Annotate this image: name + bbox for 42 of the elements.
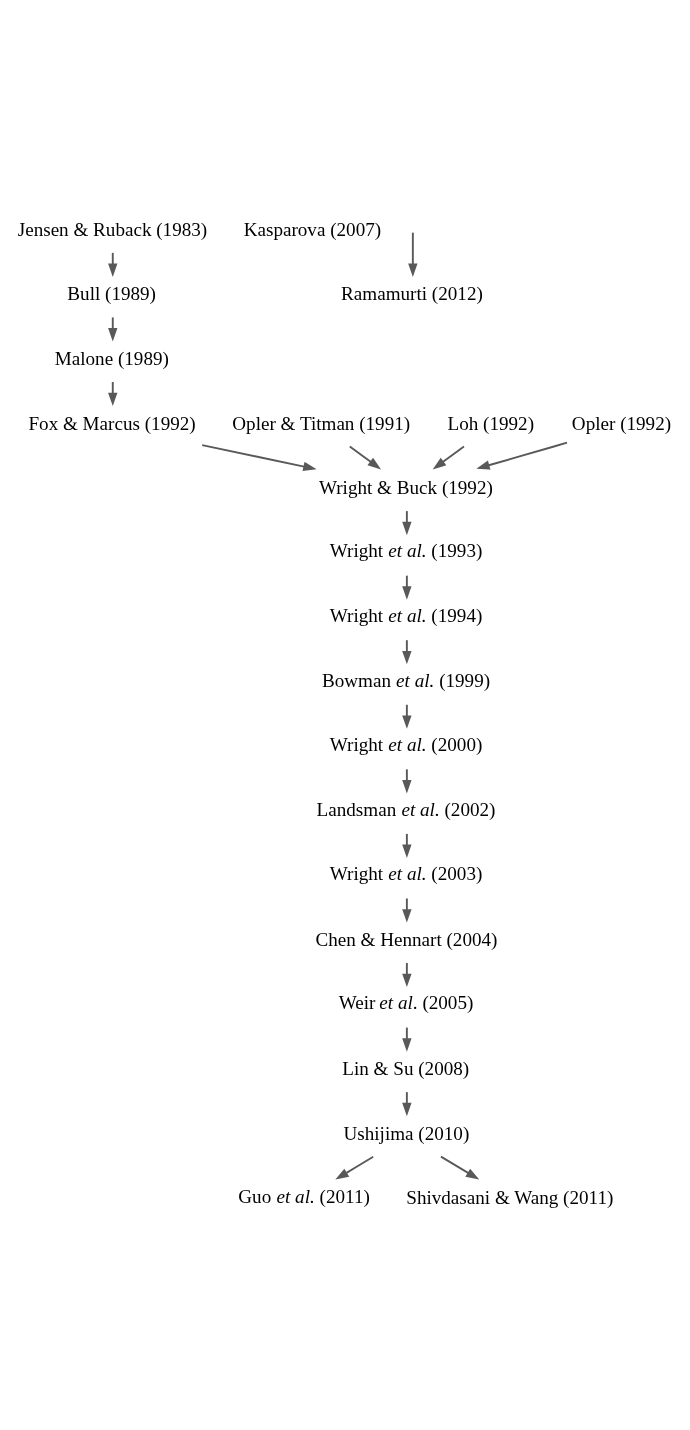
arrow (432, 445, 465, 469)
arrow (476, 441, 568, 470)
arrow (402, 1090, 412, 1116)
arrow (402, 767, 412, 793)
node-text: Chen & Hennart (2004) (315, 928, 498, 950)
arrow (402, 961, 412, 987)
node-text: Wright et al. (1994) (329, 604, 483, 626)
node-text: Ushijima (2010) (343, 1122, 470, 1144)
node-text: Wright et al. (1993) (329, 539, 483, 561)
arrow (402, 574, 412, 600)
node-text: Jensen & Ruback (1983) (17, 218, 208, 240)
node-text: Guo et al. (2011) (238, 1185, 370, 1207)
arrow (402, 1026, 412, 1052)
node-text: Landsman et al. (2002) (316, 798, 496, 820)
node-text: Wright et al. (2000) (329, 733, 483, 755)
node-text: Bowman et al. (1999) (321, 669, 491, 691)
arrow (402, 638, 412, 664)
node-text: Kasparova (2007) (243, 218, 382, 240)
arrow (439, 1155, 480, 1180)
arrow (402, 832, 412, 858)
node-text: Malone (1989) (54, 347, 169, 369)
arrow (108, 315, 118, 341)
node-text: Wright et al. (2003) (329, 862, 483, 884)
arrow (335, 1155, 375, 1180)
arrow (108, 380, 118, 406)
node-text: Lin & Su (2008) (342, 1057, 470, 1079)
arrow (402, 703, 412, 729)
node-text: Ramamurti (2012) (341, 282, 483, 304)
node-text: Wright & Buck (1992) (319, 476, 493, 498)
node-text: Fox & Marcus (1992) (28, 412, 196, 434)
arrow (201, 443, 317, 471)
node-text: Weir et al. (2005) (338, 991, 474, 1013)
node-text: Opler & Titman (1991) (232, 412, 411, 434)
node-text: Opler (1992) (571, 412, 672, 434)
node-text: Bull (1989) (67, 282, 156, 304)
arrow (408, 231, 418, 277)
arrow (402, 897, 412, 923)
node-text: Shivdasani & Wang (2011) (406, 1186, 614, 1208)
arrow (348, 445, 382, 469)
node-text: Loh (1992) (447, 412, 535, 434)
arrow (402, 509, 412, 535)
arrow (108, 251, 118, 277)
